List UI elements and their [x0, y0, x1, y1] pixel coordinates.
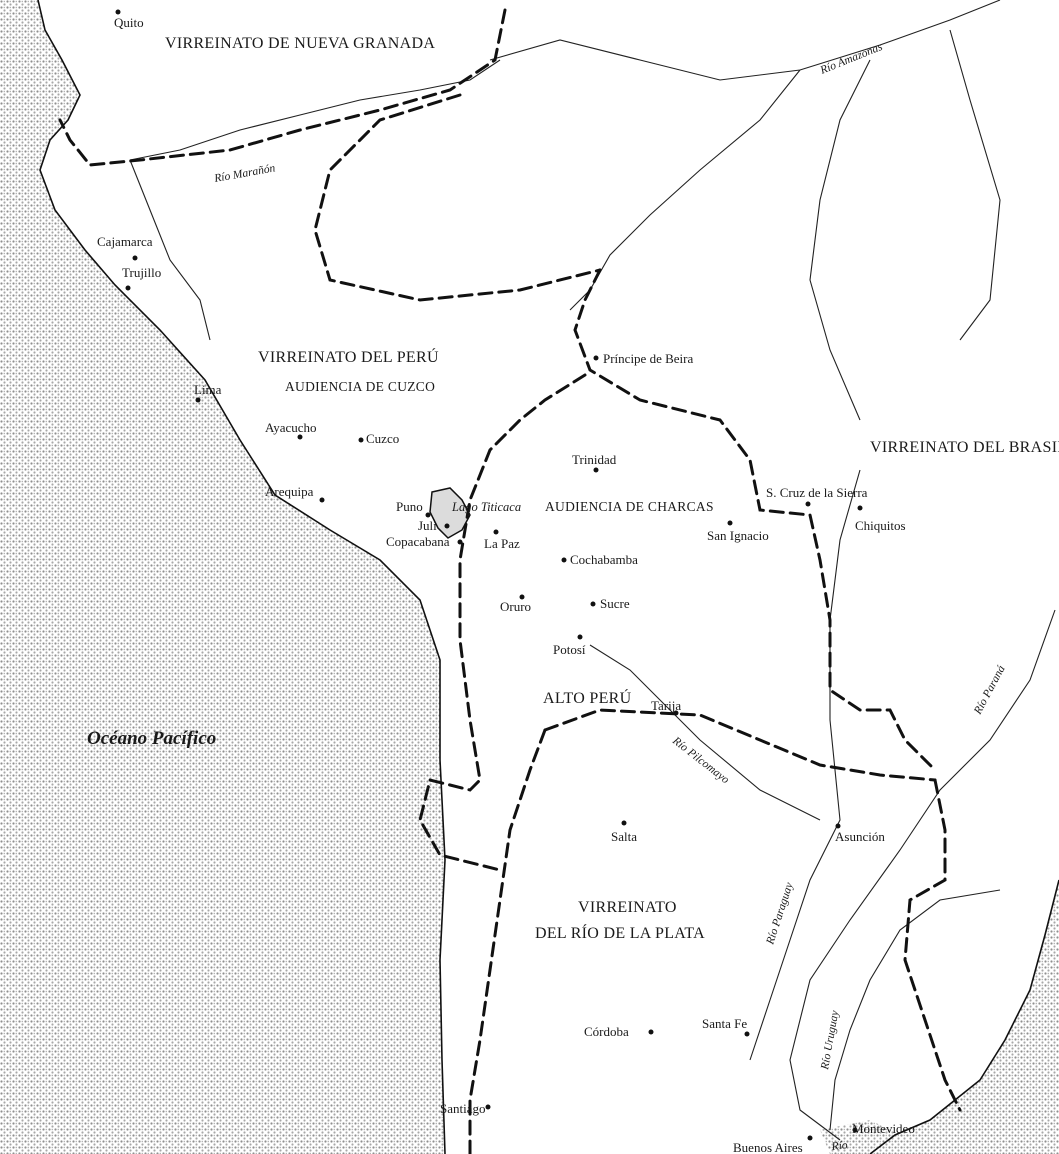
border-peru-charcas: [418, 373, 587, 872]
river-amazonas: [489, 0, 1001, 81]
border-amazon-loop: [313, 93, 602, 302]
label-virreinato-brasil: VIRREINATO DEL BRASIL: [870, 439, 1059, 456]
label-city-trujillo: Trujillo: [122, 265, 161, 280]
city-dot-arequipa: [319, 497, 325, 503]
river-parana: [789, 609, 1056, 1141]
border-peru-brasil: [573, 268, 937, 772]
pacific-ocean-area: [0, 0, 445, 1154]
border-alto-peru-south: [543, 708, 937, 782]
label-virreinato-peru: VIRREINATO DEL PERÚ: [258, 347, 439, 366]
atlantic-ocean-area: [870, 880, 1059, 1154]
label-city-principe-beira: Príncipe de Beira: [603, 351, 693, 366]
label-city-buenos-aires: Buenos Aires: [733, 1140, 803, 1154]
city-dot-montevideo: [852, 1127, 858, 1133]
city-dot-potosi: [577, 634, 583, 640]
label-city-potosi: Potosí: [553, 642, 586, 657]
label-city-trinidad: Trinidad: [572, 452, 617, 467]
city-dot-puno: [425, 512, 431, 518]
label-city-oruro: Oruro: [500, 599, 531, 614]
label-alto-peru: ALTO PERÚ: [543, 688, 632, 707]
label-city-asuncion: Asunción: [835, 829, 885, 844]
label-virreinato-plata-1: VIRREINATO: [578, 899, 677, 916]
city-dot-la-paz: [493, 529, 499, 535]
city-dot-asuncion: [835, 823, 841, 829]
label-rio-amazonas: Río Amazonas: [818, 41, 885, 77]
label-city-salta: Salta: [611, 829, 637, 844]
river-maranon-upper: [129, 159, 211, 341]
city-dot-principe-beira: [593, 355, 599, 361]
city-dot-tarija: [673, 710, 679, 716]
label-city-tarija: Tarija: [651, 698, 681, 713]
label-rio-maranon: Río Marañón: [212, 162, 276, 185]
label-virreinato-plata-2: DEL RÍO DE LA PLATA: [535, 923, 705, 942]
river-uruguay: [829, 889, 1001, 1131]
label-city-quito: Quito: [114, 15, 144, 30]
label-city-cajamarca: Cajamarca: [97, 234, 153, 249]
city-dot-cajamarca: [132, 255, 138, 261]
label-city-montevideo: Montevideo: [852, 1121, 915, 1136]
label-city-cuzco: Cuzco: [366, 431, 399, 446]
label-city-cochabamba: Cochabamba: [570, 552, 638, 567]
label-rio-plata: Río: [830, 1139, 848, 1153]
label-lago-titicaca: Lago Titicaca: [451, 500, 521, 514]
label-city-ayacucho: Ayacucho: [265, 420, 317, 435]
city-dot-cuzco: [358, 437, 364, 443]
label-city-juli: Juli: [418, 518, 437, 533]
city-dot-quito: [115, 9, 121, 15]
label-city-sucre: Sucre: [600, 596, 630, 611]
label-city-lima: Lima: [194, 382, 222, 397]
river-east-1: [809, 59, 871, 421]
label-audiencia-cuzco: AUDIENCIA DE CUZCO: [285, 379, 435, 394]
label-city-santa-fe: Santa Fe: [702, 1016, 747, 1031]
city-dot-chiquitos: [857, 505, 863, 511]
label-city-santa-cruz: S. Cruz de la Sierra: [766, 485, 868, 500]
city-dot-copacabana: [457, 539, 463, 545]
lago-titicaca-shape: [429, 487, 471, 539]
city-dot-sucre: [590, 601, 596, 607]
label-rio-uruguay: Río Uruguay: [819, 1009, 842, 1072]
city-dot-salta: [621, 820, 627, 826]
label-city-arequipa: Arequipa: [265, 484, 314, 499]
city-dot-trinidad: [593, 467, 599, 473]
city-dot-santiago: [485, 1104, 491, 1110]
label-city-cordoba: Córdoba: [584, 1024, 629, 1039]
city-dot-juli: [444, 523, 450, 529]
label-city-copacabana: Copacabana: [386, 534, 450, 549]
city-dot-santa-cruz: [805, 501, 811, 507]
label-city-san-ignacio: San Ignacio: [707, 528, 769, 543]
label-city-chiquitos: Chiquitos: [855, 518, 906, 533]
label-city-puno: Puno: [396, 499, 423, 514]
border-plata-east: [903, 778, 962, 1112]
city-dot-lima: [195, 397, 201, 403]
city-dot-ayacucho: [297, 434, 303, 440]
river-maranon: [129, 59, 501, 161]
river-east-2: [949, 29, 1001, 341]
label-city-santiago: Santiago: [440, 1101, 486, 1116]
river-amazonas-tributary: [569, 69, 801, 311]
label-audiencia-charcas: AUDIENCIA DE CHARCAS: [545, 499, 714, 514]
label-oceano-pacifico: Océano Pacífico: [87, 728, 216, 749]
border-plata-west: [468, 728, 547, 1154]
west-coastline: [37, 0, 446, 1154]
border-nueva-granada: [58, 8, 507, 167]
city-dot-cordoba: [648, 1029, 654, 1035]
city-dot-buenos-aires: [807, 1135, 813, 1141]
label-city-la-paz: La Paz: [484, 536, 520, 551]
label-rio-pilcomayo: Río Pilcomayo: [669, 734, 731, 786]
city-dot-oruro: [519, 594, 525, 600]
label-rio-parana: Río Paraná: [972, 663, 1008, 717]
city-dot-cochabamba: [561, 557, 567, 563]
city-dot-san-ignacio: [727, 520, 733, 526]
river-paraguay: [749, 469, 861, 1061]
river-pilcomayo: [589, 644, 821, 821]
label-virreinato-nueva-granada: VIRREINATO DE NUEVA GRANADA: [165, 35, 435, 52]
city-dot-santa-fe: [744, 1031, 750, 1037]
east-coastline: [869, 879, 1059, 1154]
city-dot-trujillo: [125, 285, 131, 291]
